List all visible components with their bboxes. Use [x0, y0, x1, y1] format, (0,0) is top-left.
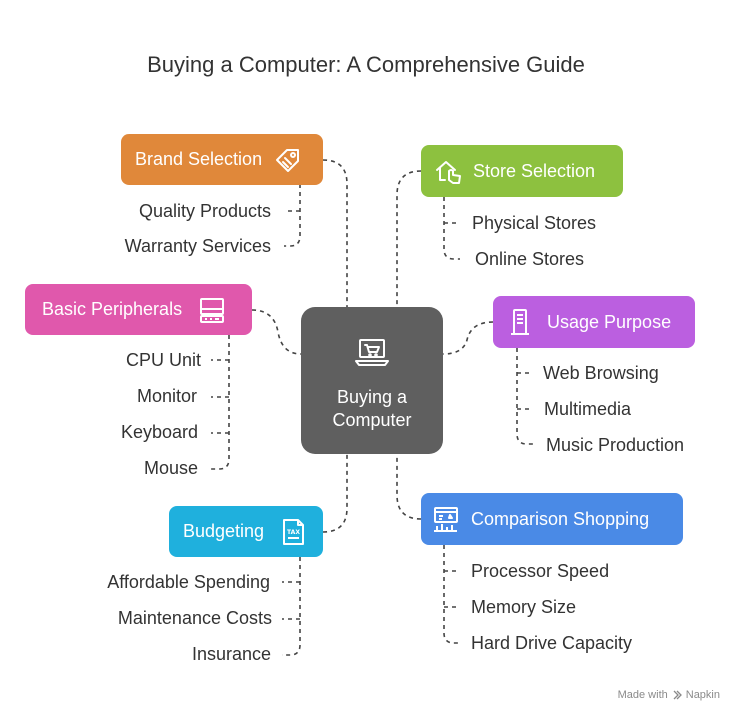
tower-icon: [511, 309, 529, 335]
branch-label: Usage Purpose: [547, 311, 672, 332]
compare-chart-icon: [434, 507, 458, 532]
diagram-title: Buying a Computer: A Comprehensive Guide: [147, 52, 585, 77]
list-item: Mouse: [143, 458, 198, 478]
connector-budget: [322, 454, 348, 533]
napkin-logo-icon: [673, 690, 682, 700]
connector-peripherals: [251, 309, 302, 355]
list-item: Hard Drive Capacity: [471, 633, 633, 653]
center-label-line1: Buying a: [336, 387, 408, 407]
center-node: Buying a Computer: [301, 307, 443, 454]
list-item: Insurance: [191, 644, 271, 664]
branch-budgeting: Budgeting TAX: [169, 506, 323, 557]
laptop-cart-icon: [355, 339, 389, 366]
list-item: Maintenance Costs: [117, 608, 272, 628]
list-item: Warranty Services: [124, 236, 271, 256]
list-item: Quality Products: [138, 201, 271, 221]
computer-icon: [200, 297, 225, 323]
connector-store: [396, 170, 422, 307]
list-item: Web Browsing: [543, 363, 659, 383]
footer-credit: Made with Napkin: [618, 689, 720, 701]
list-item: Music Production: [546, 435, 685, 455]
connector-usage: [442, 321, 494, 355]
center-label-line2: Computer: [332, 410, 412, 430]
branch-label: Comparison Shopping: [471, 508, 650, 529]
branch-store-selection: Store Selection: [421, 145, 623, 197]
connector-comparison-items: [443, 545, 460, 644]
branch-label: Store Selection: [473, 160, 596, 181]
center-label: Buying a Computer: [301, 386, 443, 432]
list-item: Online Stores: [475, 249, 585, 269]
list-item: Physical Stores: [472, 213, 597, 233]
list-item: Processor Speed: [471, 561, 610, 581]
branch-label: Budgeting: [183, 521, 265, 541]
branch-label: Brand Selection: [135, 149, 263, 169]
list-item: Affordable Spending: [107, 572, 270, 592]
branch-comparison-shopping: Comparison Shopping: [421, 493, 683, 545]
connector-budget-items: [282, 557, 301, 656]
connector-brand-items: [284, 184, 301, 247]
branch-usage-purpose: Usage Purpose: [493, 296, 695, 348]
house-hand-icon: [436, 161, 461, 184]
branch-label: Basic Peripherals: [42, 299, 183, 319]
branch-basic-peripherals: Basic Peripherals: [25, 284, 252, 335]
connector-store-items: [443, 197, 460, 260]
list-item: CPU Unit: [125, 350, 201, 370]
list-item: Keyboard: [120, 422, 198, 442]
svg-text:TAX: TAX: [287, 529, 300, 536]
list-item: Multimedia: [544, 399, 632, 419]
connector-comparison: [396, 454, 422, 520]
list-item: Memory Size: [471, 597, 577, 617]
tag-icon: [276, 148, 300, 172]
footer-brand: Napkin: [685, 689, 720, 701]
branch-brand-selection: Brand Selection: [121, 134, 323, 185]
tax-document-icon: TAX: [283, 518, 305, 545]
list-item: Monitor: [136, 386, 197, 406]
connector-peripherals-items: [211, 335, 230, 470]
connector-brand: [322, 159, 348, 307]
connector-usage-items: [516, 348, 533, 445]
footer-text: Made with: [617, 689, 668, 701]
